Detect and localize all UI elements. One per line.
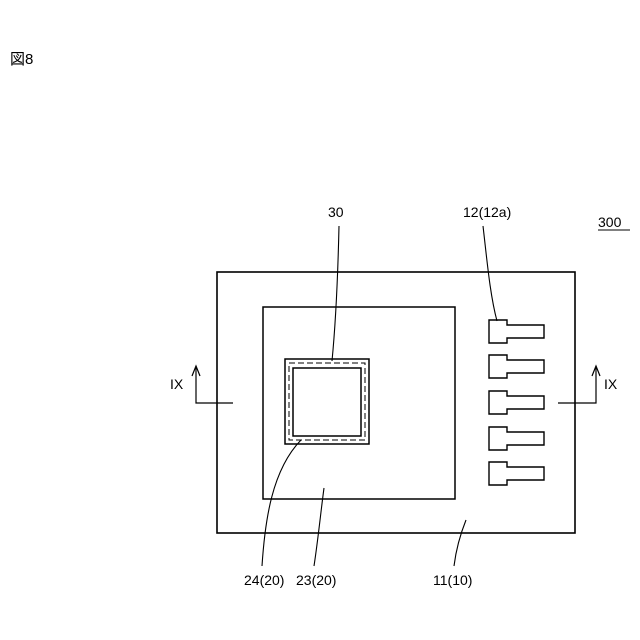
leader-substrate [454,520,466,566]
section-marker-left [192,366,233,403]
terminal-group [489,320,544,485]
section-marker-right [558,366,600,403]
substrate-outline [217,272,575,533]
chip-frame-inner [293,368,361,436]
terminal-pad [489,391,544,414]
label-substrate: 11(10) [433,572,472,588]
terminal-pad [489,355,544,378]
section-label-left: IX [170,376,184,392]
inner-region-outline [263,307,455,499]
terminal-pad [489,462,544,485]
leader-chip [332,226,339,361]
chip-frame-outer [285,359,369,444]
terminal-pad [489,320,544,343]
label-chip: 30 [328,204,344,220]
figure-title: 図8 [10,51,33,68]
leader-inner-frame [262,440,301,566]
label-inner-frame: 24(20) [244,572,284,588]
leader-terminal [483,226,497,321]
chip-frame-dashed [289,363,365,440]
terminal-pad [489,427,544,450]
reference-number: 300 [598,214,622,230]
label-terminal: 12(12a) [463,204,511,220]
section-label-right: IX [604,376,618,392]
label-inner-region: 23(20) [296,572,336,588]
leader-lines [262,226,497,566]
